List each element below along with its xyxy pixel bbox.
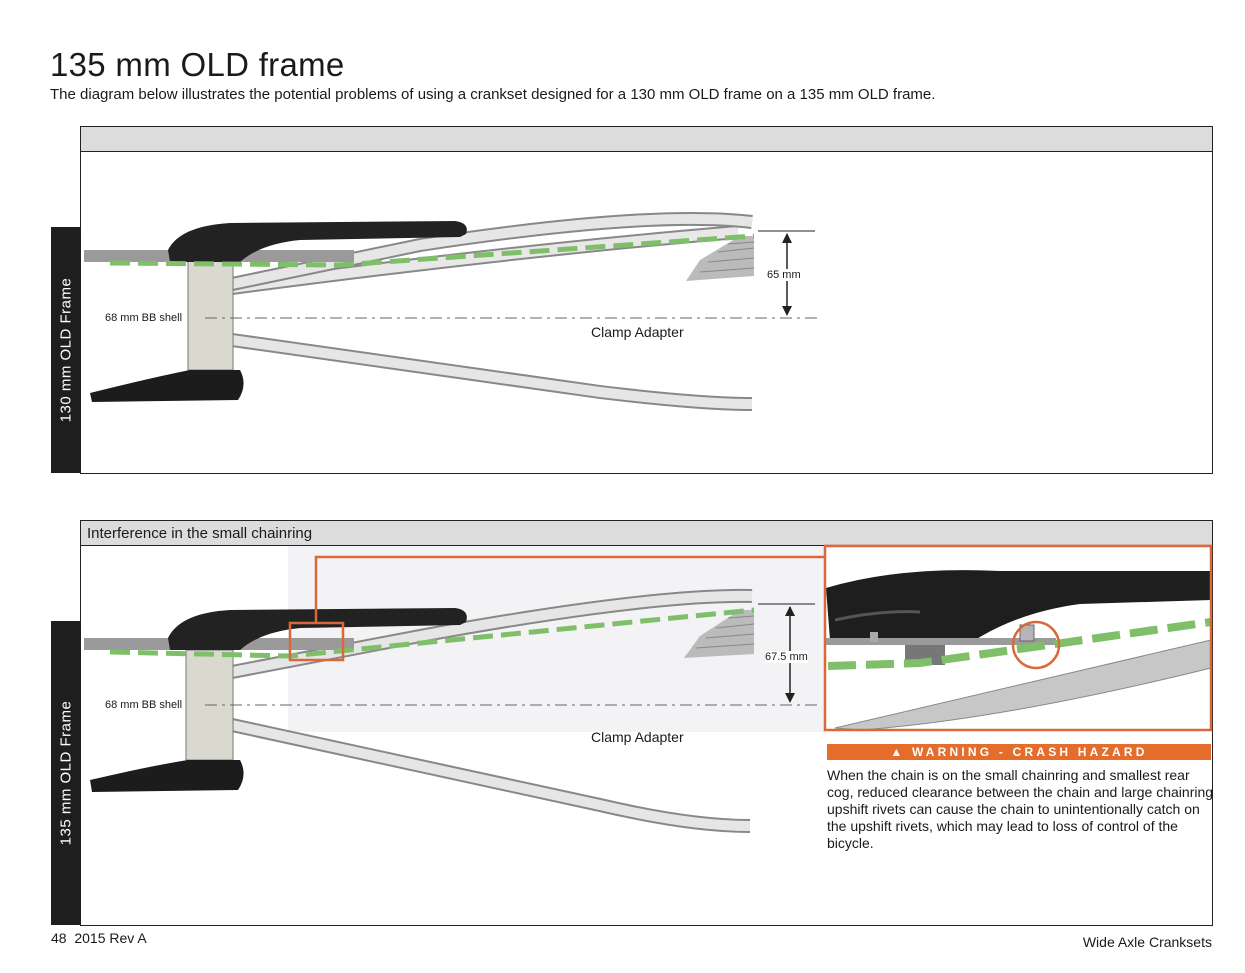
page-title: 135 mm OLD frame [50, 46, 345, 83]
top-clamp-label: Clamp Adapter [591, 324, 684, 340]
bottom-dimension-label: 67.5 mm [765, 651, 808, 663]
top-cassette [686, 236, 755, 281]
bottom-left-crank-arm [90, 760, 244, 792]
bottom-cassette [684, 610, 755, 658]
top-dimension-label: 65 mm [767, 269, 801, 281]
zoom-chainline [827, 618, 1212, 670]
top-side-tab: 130 mm OLD Frame [51, 227, 81, 473]
page-number-revision: 48 2015 Rev A [51, 930, 147, 946]
bottom-crank-arm [168, 608, 467, 650]
top-crank-arm [168, 221, 467, 262]
zoom-detail-view [823, 544, 1213, 732]
zoom-crank-arm [826, 570, 1211, 640]
warning-text: When the chain is on the small chainring… [827, 767, 1214, 851]
rivet-highlight-circle [1011, 620, 1061, 670]
page-subtitle: The diagram below illustrates the potent… [50, 86, 936, 103]
zoom-chainring [826, 638, 1056, 645]
warning-banner: ▲ WARNING - CRASH HAZARD [827, 744, 1211, 760]
warning-title: WARNING - CRASH HAZARD [911, 745, 1148, 759]
top-diagram-panel [80, 126, 1213, 474]
bottom-bb-label: 68 mm BB shell [105, 699, 183, 711]
bottom-side-tab: 135 mm OLD Frame [51, 621, 81, 925]
top-panel-header [81, 127, 1212, 152]
top-left-crank-arm [90, 370, 244, 402]
warning-triangle-icon: ▲ [890, 745, 906, 759]
bottom-clamp-label: Clamp Adapter [591, 729, 684, 745]
bottom-panel-header: Interference in the small chainring [81, 521, 1212, 546]
document-title-footer: Wide Axle Cranksets [1082, 934, 1212, 950]
top-bb-label: 68 mm BB shell [105, 312, 183, 324]
top-chainline [109, 233, 755, 268]
highlight-connector [314, 555, 825, 623]
